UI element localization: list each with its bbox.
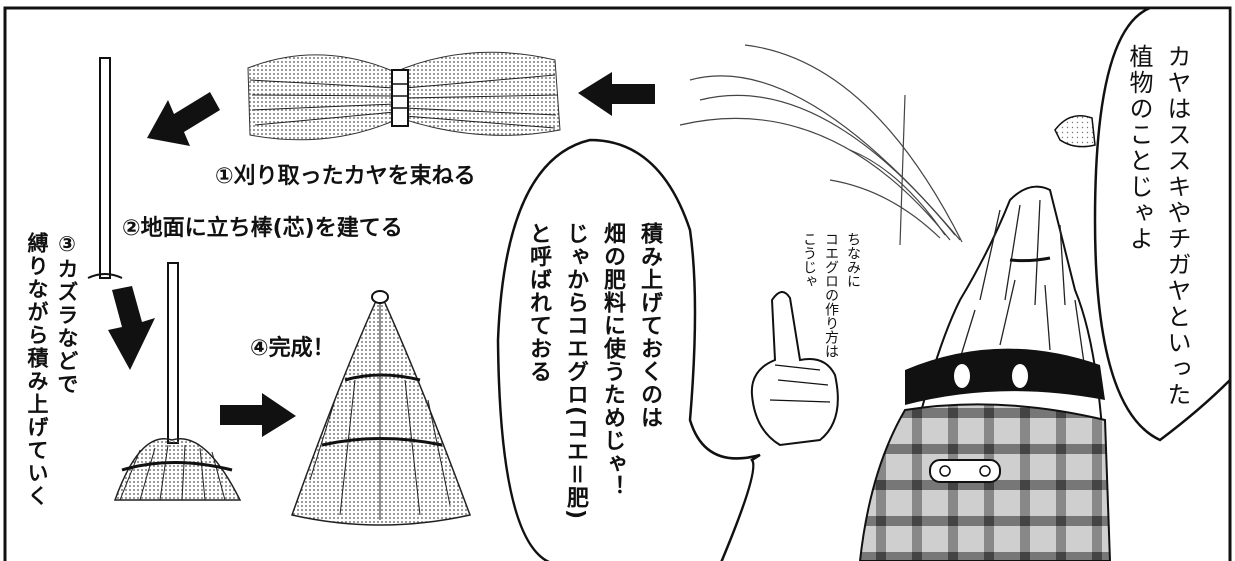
- middle-speech-bubble: [496, 138, 761, 561]
- arrow-down-icon: [108, 286, 155, 370]
- step1-caption: ①刈り取ったカヤを束ねる: [215, 164, 476, 189]
- step3-caption: ③カズラなどで 縛りながら積み上げていく: [22, 232, 82, 508]
- middle-bubble-line: じゃからコエグロ(コエ＝肥): [563, 222, 588, 521]
- arrow-down-left-icon: [147, 92, 220, 146]
- pointing-hand-illustration: [750, 291, 839, 447]
- standing-pole-illustration: [87, 57, 123, 279]
- step2-caption: ②地面に立ち棒(芯)を建てる: [122, 216, 403, 241]
- step4-caption: ④完成！: [250, 336, 335, 361]
- right-bubble-line: 植物のことじゃよ: [1125, 44, 1153, 252]
- middle-bubble-text: 積み上げておくのは 畑の肥料に使うためじゃ！ じゃからコエグロ(コエ＝肥) と呼…: [520, 222, 668, 520]
- straw-character-illustration: [858, 115, 1112, 561]
- aside-text: ちなみに コエグロの作り方は こうじゃ: [798, 232, 864, 358]
- middle-bubble-line: 積み上げておくのは: [637, 222, 662, 429]
- completed-stack-illustration: [291, 290, 472, 526]
- right-bubble-text: カヤはススキやチガヤといった 植物のことじゃよ: [1120, 44, 1196, 408]
- aside-line: こうじゃ: [801, 232, 817, 288]
- aside-line: コエグロの作り方は: [823, 232, 839, 358]
- right-speech-bubble: [1093, 6, 1232, 442]
- middle-bubble-line: 畑の肥料に使うためじゃ！: [600, 222, 625, 498]
- arrow-right-icon: [220, 393, 296, 437]
- right-bubble-line: カヤはススキやチガヤといった: [1163, 44, 1191, 408]
- partially-stacked-illustration: [113, 262, 242, 501]
- grass-bundle-illustration: [247, 51, 561, 141]
- middle-bubble-line: と呼ばれておる: [526, 222, 551, 383]
- aside-line: ちなみに: [845, 232, 861, 288]
- arrow-left-icon: [578, 72, 655, 116]
- step3-caption-line: ③カズラなどで: [55, 232, 79, 396]
- grass-strands-decoration: [679, 44, 963, 246]
- step3-caption-line: 縛りながら積み上げていく: [25, 232, 49, 508]
